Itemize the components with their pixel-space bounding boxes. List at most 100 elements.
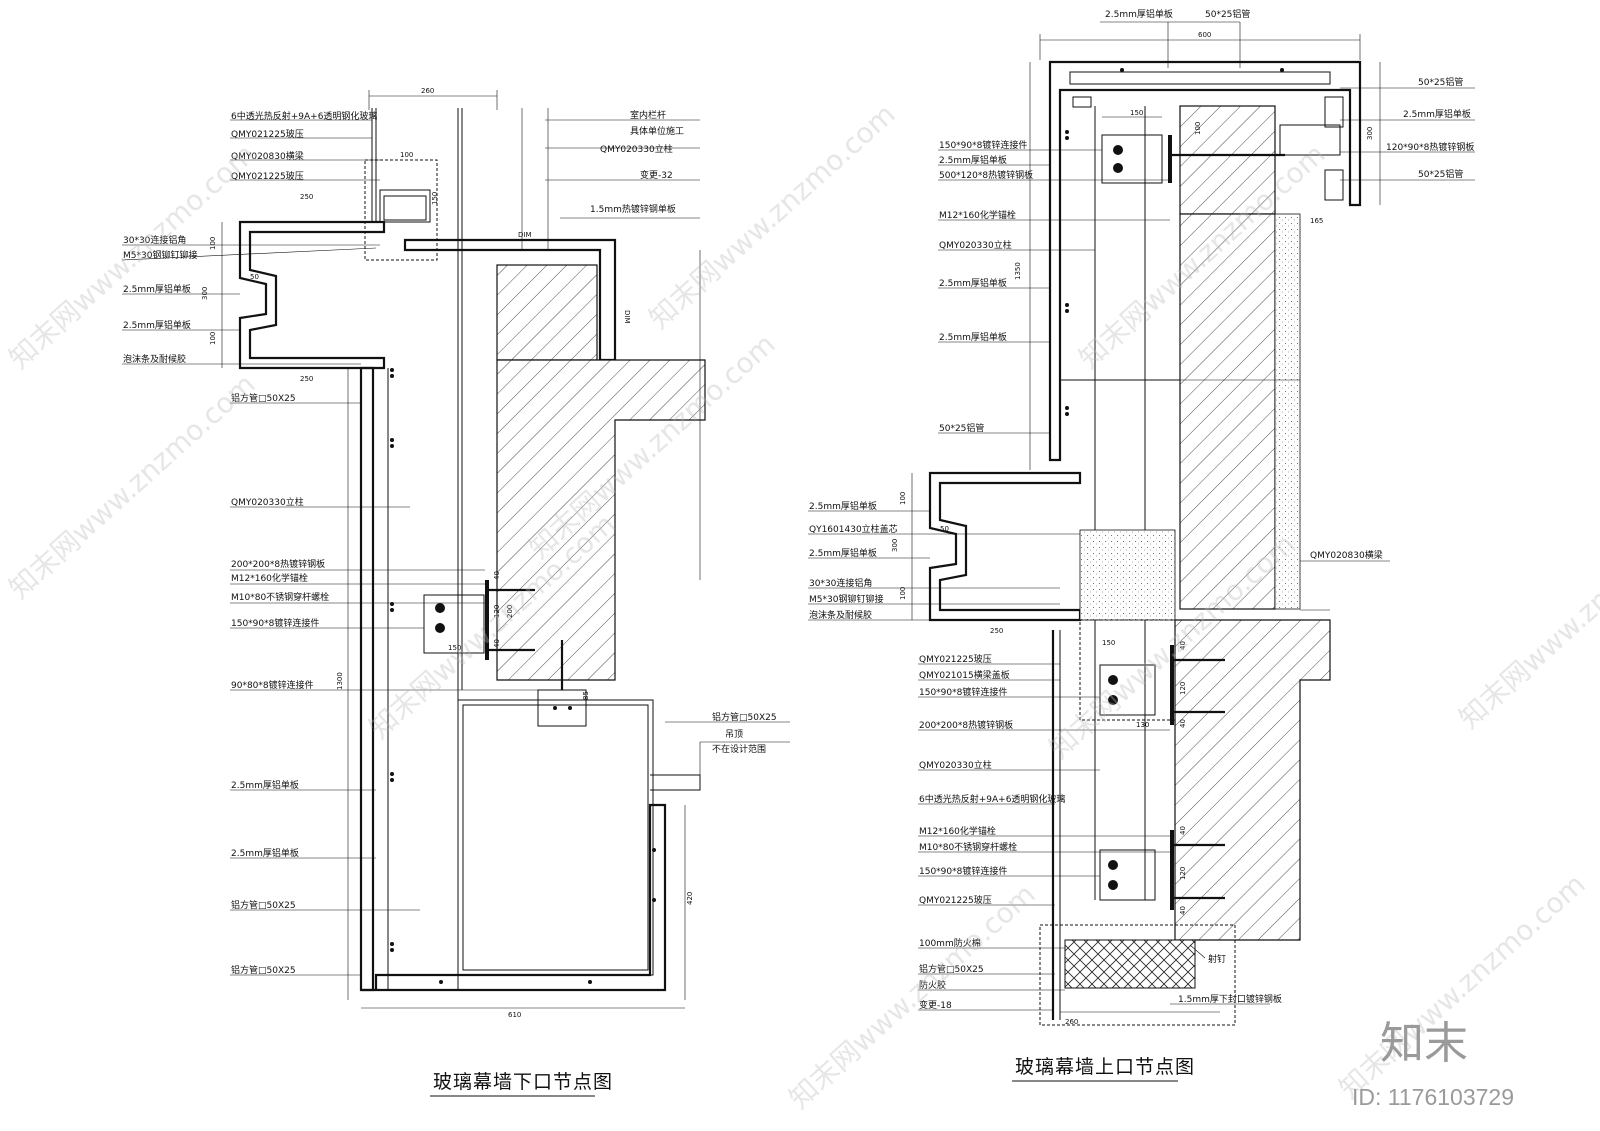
right-label-8: 2.5mm厚铝单板 (809, 500, 877, 512)
right-label-26: 防火胶 (919, 979, 946, 991)
dim-left-150: 150 (448, 644, 461, 652)
dim-left-250b: 250 (300, 375, 313, 383)
dim-right-100c: 100 (899, 587, 907, 600)
right-label-13: 泡沫条及耐候胶 (809, 609, 872, 621)
dim-left-150-top: 150 (431, 192, 439, 205)
right-label-14: QMY021225玻压 (919, 653, 992, 665)
dim-left-50: 50 (250, 273, 259, 281)
left-bracket-group (423, 580, 587, 727)
left-label-14: 150*90*8镀锌连接件 (231, 617, 319, 629)
dim-left-200: 200 (506, 605, 514, 618)
left-detail-drawing: 260 100 250 250 50 100 300 100 DIM (121, 87, 790, 1097)
left-label-12: M12*160化学锚栓 (231, 572, 308, 584)
watermark-text-9: 知末网www.znzmo.com (1453, 497, 1600, 735)
right-top-label-0: 2.5mm厚铝单板 (1105, 8, 1173, 20)
left-label-16: 2.5mm厚铝单板 (231, 779, 299, 791)
dim-right-150a: 150 (1130, 109, 1143, 117)
right-label-10: 2.5mm厚铝单板 (809, 547, 877, 559)
left-label-2: QMY020830横梁 (231, 150, 304, 162)
right-label-27: 变更-18 (919, 999, 952, 1011)
right-label-20: M12*160化学锚栓 (919, 825, 996, 837)
right-right-label-4: QMY020830横梁 (1310, 549, 1383, 561)
right-top-bracket-group: 150 100 (1101, 109, 1285, 184)
left-label-3: QMY021225玻压 (231, 170, 304, 182)
dim-right-40a: 40 (1179, 641, 1187, 650)
right-label-25: 铝方管□50X25 (919, 963, 984, 975)
dim-right-120b: 120 (1179, 867, 1187, 880)
watermark-text-1: 知末网www.znzmo.com (3, 137, 262, 375)
dim-right-250: 250 (990, 627, 1003, 635)
left-right-label-3: 变更-32 (640, 169, 673, 181)
right-bottom-label-0: 射钉 (1208, 953, 1226, 965)
left-label-13: M10*80不锈钢穿杆螺栓 (231, 591, 329, 603)
dim-right-50: 50 (940, 525, 949, 533)
left-right-label-6: 吊顶 (725, 729, 743, 740)
left-right-label-4: 1.5mm热镀锌钢单板 (590, 203, 676, 215)
watermark-text-8: 知末网www.znzmo.com (783, 877, 1042, 1115)
left-label-7: 2.5mm厚铝单板 (123, 319, 191, 331)
left-label-6: 2.5mm厚铝单板 (123, 283, 191, 295)
left-label-11: 200*200*8热镀锌钢板 (231, 558, 325, 570)
dim-left-250a: 250 (300, 193, 313, 201)
dim-right-120a: 120 (1179, 682, 1187, 695)
left-label-17: 2.5mm厚铝单板 (231, 847, 299, 859)
left-right-label-1: 具体单位施工 (630, 125, 684, 137)
right-label-18: QMY020330立柱 (919, 759, 992, 771)
dim-right-130: 130 (1136, 721, 1149, 729)
dim-right-100a: 100 (1194, 122, 1202, 135)
dim-right-600: 600 (1198, 31, 1211, 39)
right-right-label-0: 50*25铝管 (1418, 76, 1463, 88)
dim-right-100b: 100 (899, 492, 907, 505)
right-label-3: M12*160化学锚栓 (939, 209, 1016, 221)
right-label-5: 2.5mm厚铝单板 (939, 277, 1007, 289)
right-label-21: M10*80不锈钢穿杆螺栓 (919, 841, 1017, 853)
right-label-22: 150*90*8镀锌连接件 (919, 865, 1007, 877)
brand-logo-text: 知末 (1380, 1018, 1468, 1069)
dim-right-1350: 1350 (1014, 262, 1022, 280)
left-clip-bolts (390, 368, 656, 984)
dim-left-260: 260 (421, 87, 434, 95)
right-label-24: 100mm防火棉 (919, 937, 981, 949)
left-right-label-2: QMY020330立柱 (600, 143, 673, 155)
right-label-0: 150*90*8镀锌连接件 (939, 139, 1027, 151)
right-lower-bracket-group-2: 40 120 40 (1099, 826, 1225, 915)
left-label-1: QMY021225玻压 (231, 128, 304, 140)
dim-left-40b: 40 (493, 639, 501, 648)
right-label-2: 500*120*8热镀锌钢板 (939, 169, 1033, 181)
dim-left-85: 85 (582, 691, 590, 700)
right-label-16: 150*90*8镀锌连接件 (919, 686, 1007, 698)
dim-right-165: 165 (1310, 217, 1323, 225)
right-label-12: M5*30钢铆钉铆接 (809, 593, 883, 605)
watermark-layer: 知末网www.znzmo.com 知末网www.znzmo.com 知末网www… (3, 97, 1600, 1115)
right-label-15: QMY021015横梁盖板 (919, 669, 1010, 681)
left-label-10: QMY020330立柱 (231, 496, 304, 508)
left-leaders (121, 119, 790, 976)
dim-left-100b: 100 (209, 237, 217, 250)
right-label-9: QY1601430立柱盖芯 (809, 523, 898, 535)
dim-right-40b: 40 (1179, 719, 1187, 728)
left-label-19: 铝方管□50X25 (231, 964, 296, 976)
dim-left-300: 300 (201, 287, 209, 300)
right-detail-drawing: 2.5mm厚铝单板 50*25铝管 600 (808, 8, 1475, 1082)
dim-left-40a: 40 (493, 571, 501, 580)
dim-right-300a: 300 (1366, 127, 1374, 140)
dim-right-300b: 300 (891, 539, 899, 552)
right-label-7: 50*25铝管 (939, 422, 984, 434)
left-label-4: 30*30连接铝角 (123, 234, 186, 246)
left-right-label-7: 不在设计范围 (712, 743, 766, 755)
dim-left-DIM-a: DIM (518, 231, 532, 239)
right-label-17: 200*200*8热镀锌钢板 (919, 719, 1013, 731)
watermark-text-2: 知末网www.znzmo.com (3, 367, 262, 605)
dim-left-120: 120 (493, 605, 501, 618)
left-drawing-title: 玻璃幕墙下口节点图 (433, 1071, 613, 1093)
right-right-label-3: 50*25铝管 (1418, 168, 1463, 180)
right-drawing-title: 玻璃幕墙上口节点图 (1015, 1056, 1195, 1078)
dim-right-260: 260 (1065, 1018, 1078, 1026)
left-label-5: M5*30钢铆钉铆接 (123, 249, 197, 261)
left-label-0: 6中透光热反射+9A+6透明钢化玻璃 (231, 110, 377, 122)
right-right-label-1: 2.5mm厚铝单板 (1403, 108, 1471, 120)
dim-right-40d: 40 (1179, 906, 1187, 915)
right-label-23: QMY021225玻压 (919, 894, 992, 906)
watermark-text-10: 知末网www.znzmo.com (1333, 867, 1592, 1105)
